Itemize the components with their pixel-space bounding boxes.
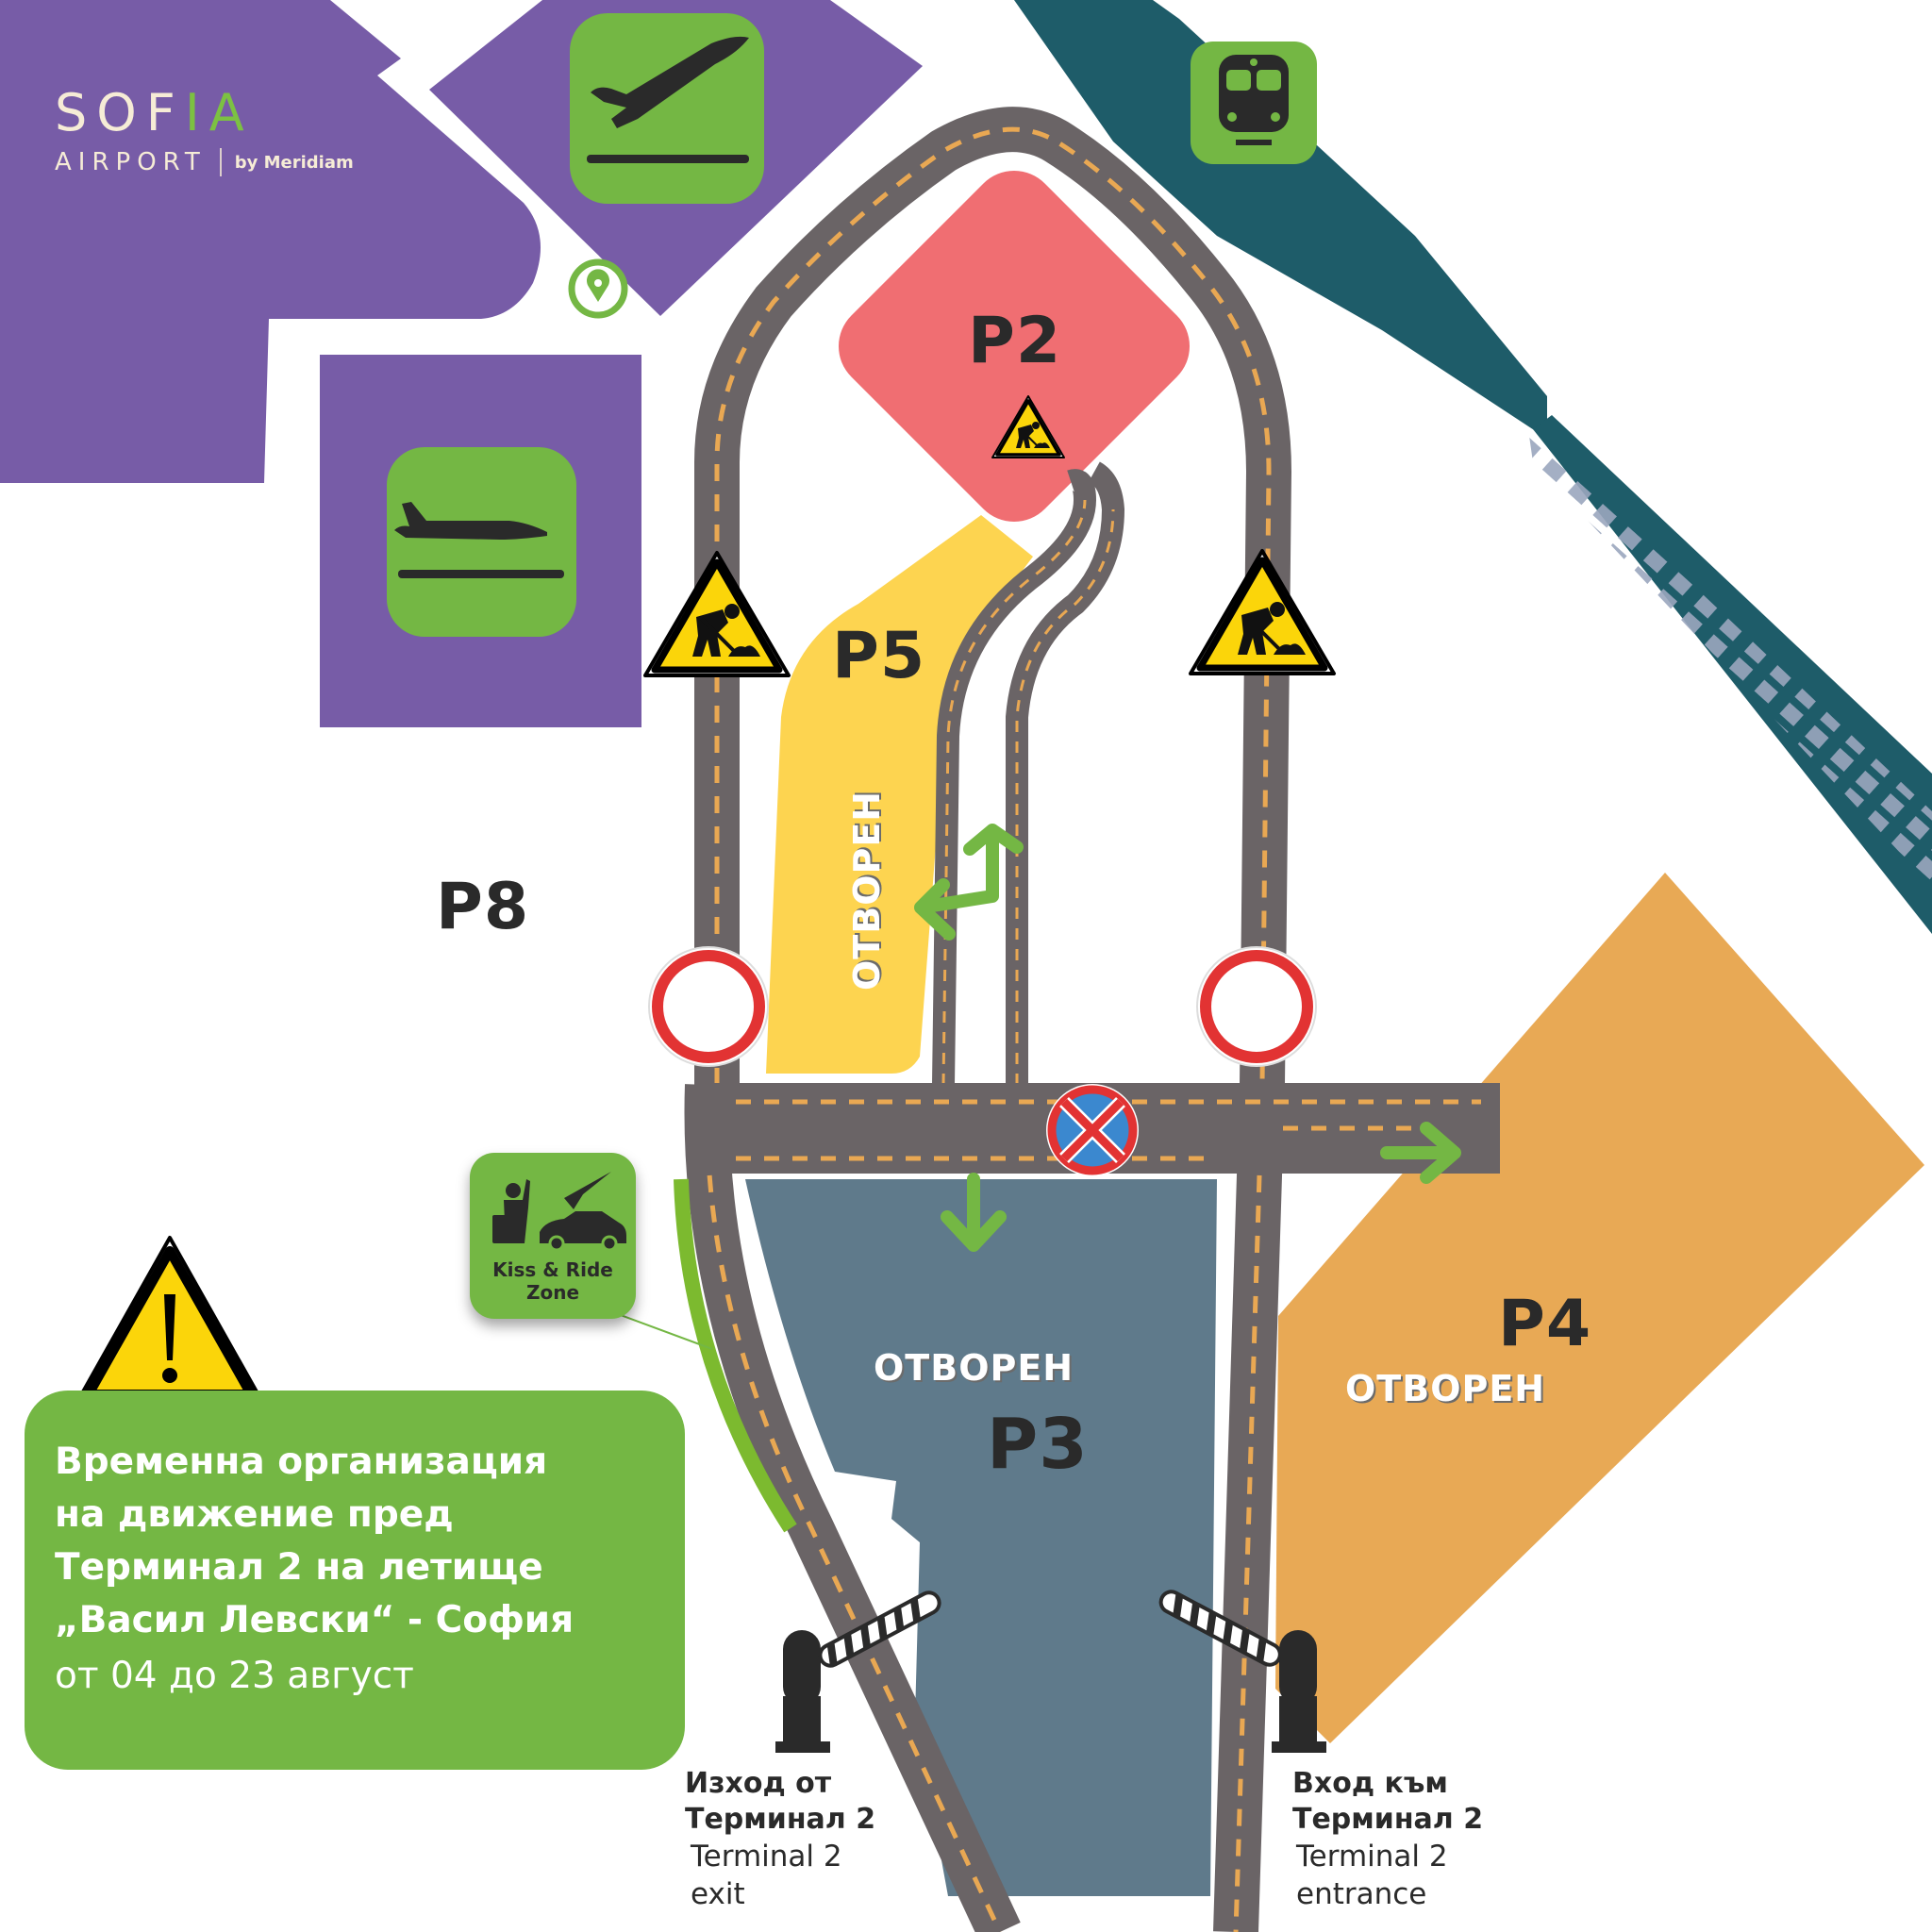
roadwork-warning-icon <box>1191 551 1334 674</box>
arrow-down <box>941 1173 1007 1252</box>
logo-divider <box>219 148 222 176</box>
logo-wordmark: SOFIA <box>55 83 354 142</box>
entrance-gate-label-en: Terminal 2 entrance <box>1296 1840 1448 1911</box>
parking-p4-status: ОТВОРЕН <box>1345 1368 1546 1409</box>
sofia-airport-logo: SOFIA AIRPORT by Meridiam <box>55 83 354 176</box>
parking-label-p3: P3 <box>987 1404 1089 1485</box>
arrivals-icon <box>387 447 576 637</box>
kiss-ride-lane <box>674 1178 797 1533</box>
kiss-ride-label: Kiss & Ride Zone <box>492 1258 613 1304</box>
logo-sof: SOF <box>55 83 185 142</box>
no-vehicles-sign <box>1197 947 1316 1066</box>
train-icon <box>1191 42 1317 164</box>
parking-p3-status: ОТВОРЕН <box>874 1347 1074 1389</box>
departures-icon <box>570 13 764 204</box>
logo-by-meridiam: by Meridiam <box>234 152 354 173</box>
logo-ia: IA <box>184 83 254 142</box>
arrow-right <box>1380 1122 1461 1184</box>
location-pin-icon <box>568 258 628 319</box>
kiss-ride-icon <box>492 1172 626 1252</box>
parking-barrier-icon <box>775 1591 941 1753</box>
arrow-left-up <box>914 824 1024 941</box>
notice-title: Временна организация на движение пред Те… <box>55 1441 575 1641</box>
exit-gate-label: Изход от Терминал 2 Terminal 2 exit <box>685 1766 875 1913</box>
parking-label-p2: P2 <box>968 304 1062 378</box>
exit-gate-label-bg: Изход от Терминал 2 <box>685 1767 876 1836</box>
direction-arrows <box>914 824 1461 1252</box>
roadwork-warning-icon <box>645 553 789 675</box>
parking-p4-area <box>1275 873 1924 1743</box>
entrance-gate-label: Вход към Терминал 2 Terminal 2 entrance <box>1292 1766 1483 1913</box>
exit-gate-label-en: Terminal 2 exit <box>691 1840 842 1911</box>
entrance-gate-label-bg: Вход към Терминал 2 <box>1292 1767 1484 1836</box>
parking-p2-area <box>838 170 1191 523</box>
no-vehicles-sign <box>649 947 768 1066</box>
notice-dates: от 04 до 23 август <box>55 1655 414 1697</box>
kiss-and-ride-zone: Kiss & Ride Zone <box>470 1153 636 1319</box>
parking-p5-status: ОТВОРЕН <box>846 790 888 991</box>
parking-label-p4: P4 <box>1498 1287 1592 1361</box>
parking-label-p8: P8 <box>436 870 530 944</box>
terminal-area-north-west <box>0 0 541 483</box>
no-stopping-sign <box>1046 1084 1139 1176</box>
parking-label-p5: P5 <box>832 619 926 693</box>
logo-airport: AIRPORT <box>55 148 207 176</box>
logo-subline: AIRPORT by Meridiam <box>55 148 354 176</box>
notice-box: Временна организация на движение пред Те… <box>25 1391 685 1770</box>
parking-p3-area <box>745 1179 1217 1896</box>
exclamation-warning-icon <box>75 1236 264 1404</box>
railway-platform <box>1014 0 1547 439</box>
parking-barrier-icon <box>1158 1590 1326 1753</box>
